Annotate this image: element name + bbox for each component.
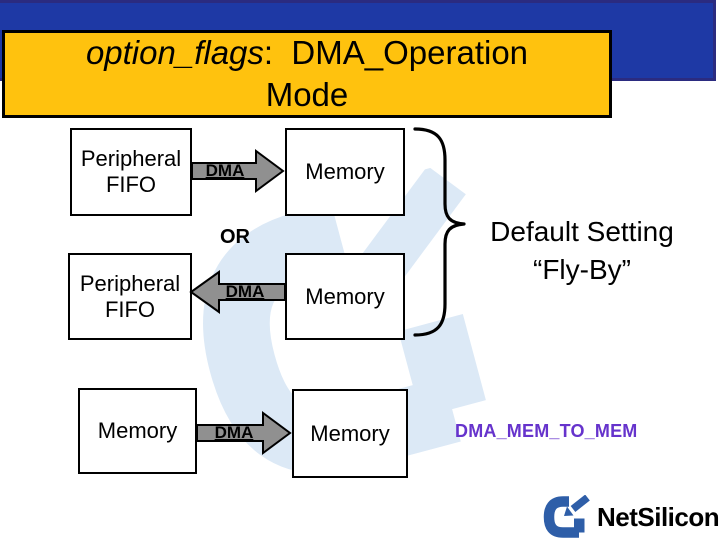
dma-arrow-left-icon: DMA xyxy=(189,270,285,314)
slide-title: option_flags: DMA_Operation Mode xyxy=(2,30,612,118)
target-box-row2: Memory xyxy=(285,253,405,340)
source-box-row3: Memory xyxy=(78,388,197,474)
brace-note: Default Setting “Fly-By” xyxy=(462,213,702,289)
dma-arrow-label: DMA xyxy=(205,161,245,180)
dma-arrow-label: DMA xyxy=(225,282,265,301)
mem-to-mem-label: DMA_MEM_TO_MEM xyxy=(455,421,638,441)
dma-arrow-right-icon: DMA xyxy=(197,411,292,455)
source-box-row2: Peripheral FIFO xyxy=(68,253,192,340)
brace-note-line1: Default Setting xyxy=(490,216,674,247)
curly-brace-icon xyxy=(413,127,466,337)
source-box-row1: Peripheral FIFO xyxy=(70,128,192,216)
dma-arrow-label: DMA xyxy=(214,423,254,442)
or-label: OR xyxy=(220,226,250,248)
target-box-row1: Memory xyxy=(285,128,405,216)
brace-note-line2: “Fly-By” xyxy=(533,254,631,285)
dma-arrow-right-icon: DMA xyxy=(192,149,285,193)
title-line1: option_flags: DMA_Operation xyxy=(86,32,528,74)
title-line2: Mode xyxy=(265,76,349,113)
netsilicon-logo: NetSilicon xyxy=(543,495,720,539)
target-box-row3: Memory xyxy=(292,389,408,478)
netsilicon-logo-icon xyxy=(543,495,590,538)
netsilicon-logo-text: NetSilicon xyxy=(597,501,720,532)
title-keyword: option_flags xyxy=(85,34,264,71)
title-rest: : DMA_Operation xyxy=(263,34,529,71)
